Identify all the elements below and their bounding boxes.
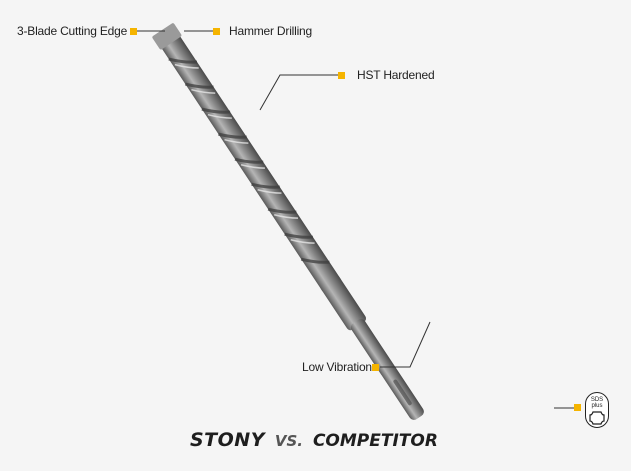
feature-label-cutting-edge: 3-Blade Cutting Edge	[17, 24, 128, 38]
hardened-marker-icon	[338, 72, 345, 79]
sds-plus-badge-icon: SDS plus	[585, 392, 609, 428]
sds-shank-profile-icon	[588, 411, 605, 425]
sds-badge-line1: SDS	[590, 397, 604, 403]
feature-label-hardened: HST Hardened	[357, 68, 435, 82]
brand-logo: STONY	[190, 429, 265, 451]
feature-label-low-vibration: Low Vibration	[302, 360, 372, 374]
competitor-label: COMPETITOR	[312, 431, 438, 451]
vs-label: VS.	[274, 432, 304, 450]
feature-label-hammer-drilling: Hammer Drilling	[229, 24, 313, 38]
sds-marker-icon	[574, 404, 581, 411]
hammer-drilling-marker-icon	[213, 28, 220, 35]
cutting-edge-marker-icon	[130, 28, 137, 35]
low-vibration-marker-icon	[372, 364, 379, 371]
comparison-heading: STONY VS. COMPETITOR	[190, 429, 438, 451]
sds-badge-line2: plus	[591, 403, 603, 409]
